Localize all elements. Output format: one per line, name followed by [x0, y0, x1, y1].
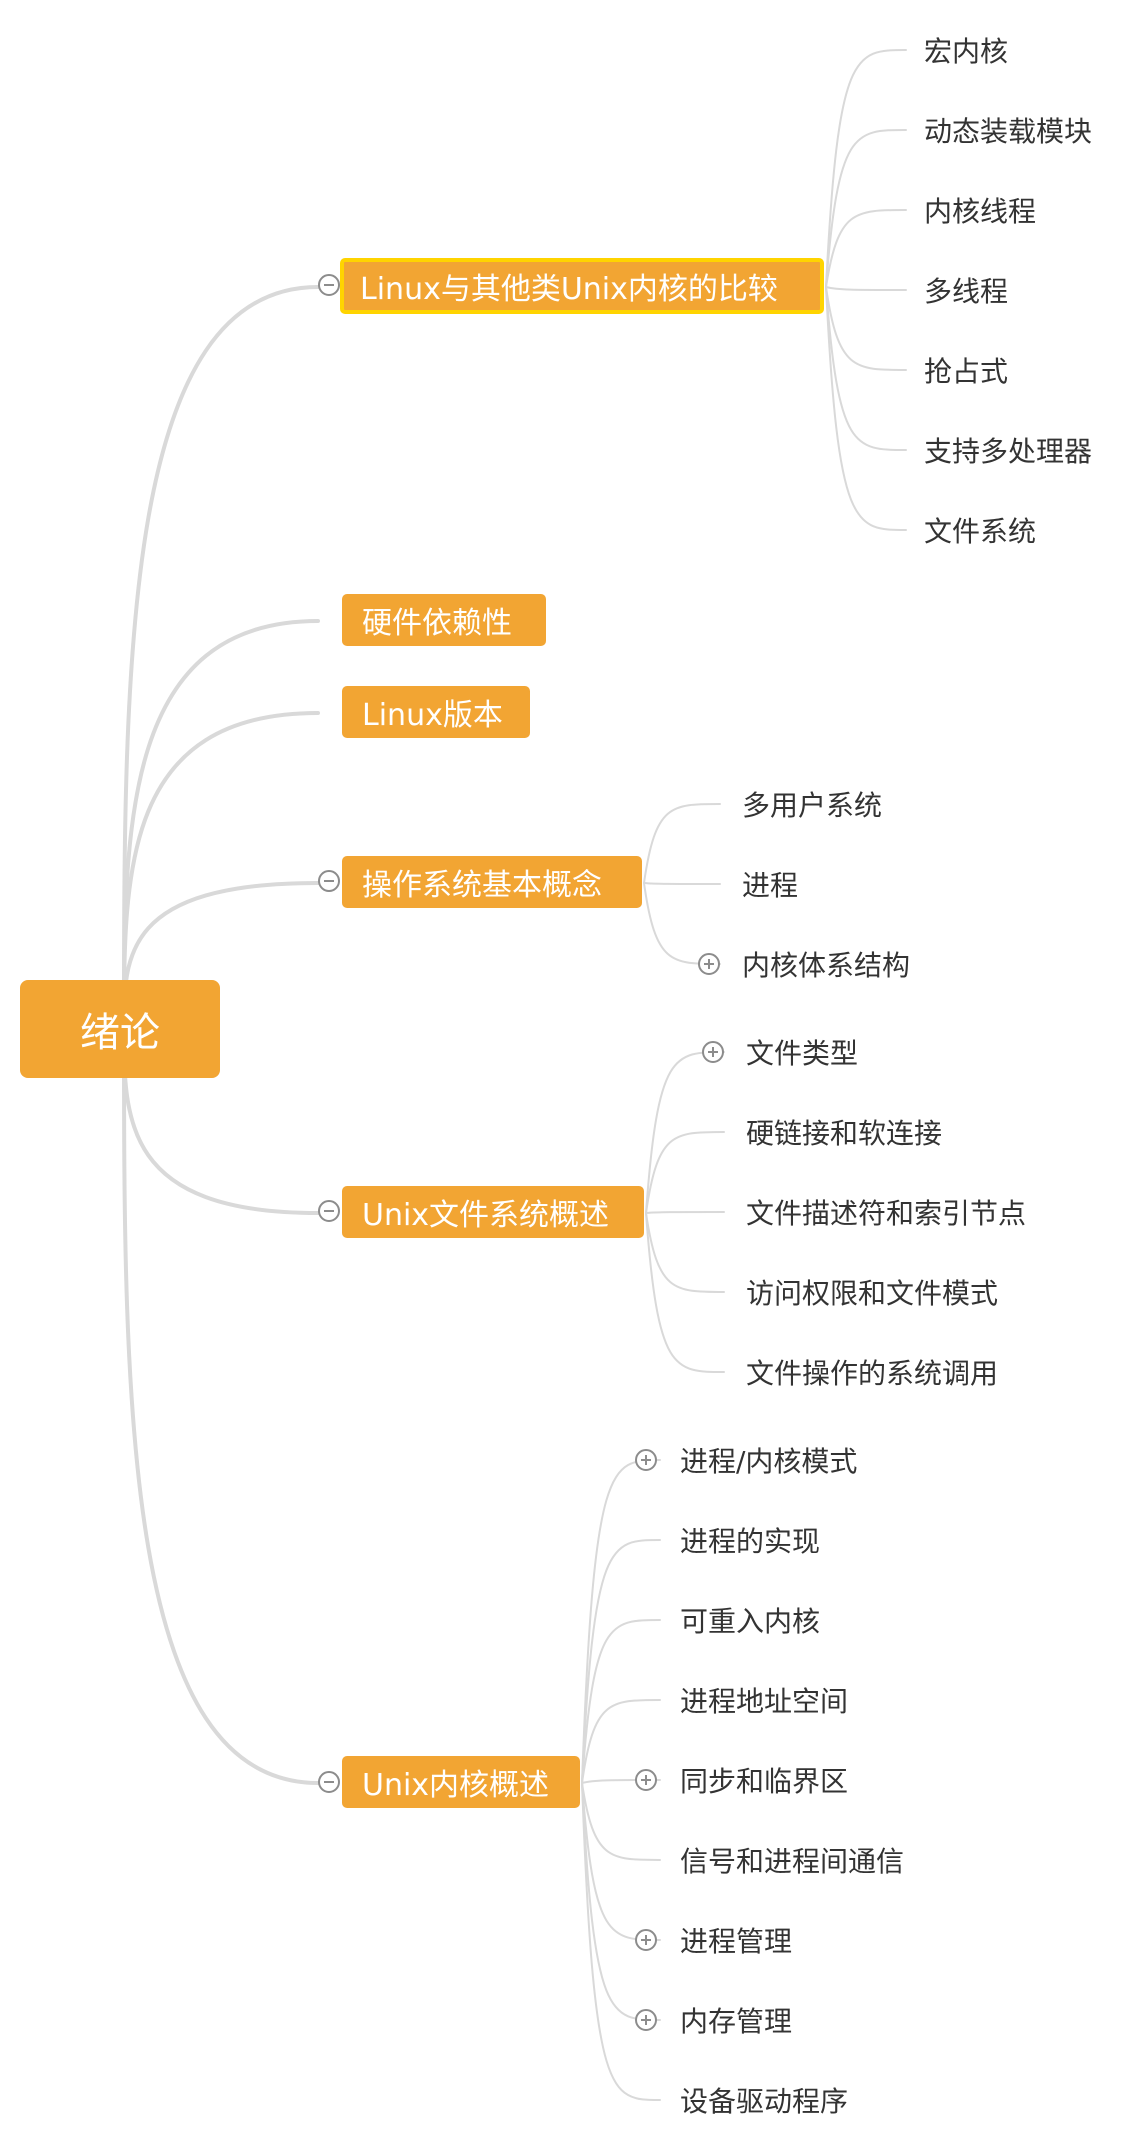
- subtopic[interactable]: 抢占式: [924, 355, 1009, 388]
- subtopic-connector: [581, 1782, 661, 1941]
- branch-topic-linux-comparison[interactable]: Linux与其他类Unix内核的比较: [340, 258, 824, 314]
- subtopic[interactable]: 硬链接和软连接: [746, 1117, 943, 1150]
- subtopic[interactable]: 文件类型: [746, 1037, 859, 1070]
- subtopic-connector: [825, 286, 907, 451]
- root-connector: [122, 1026, 320, 1785]
- subtopic-connector: [825, 209, 907, 288]
- root-connector: [122, 285, 320, 1030]
- expand-plus-icon[interactable]: [698, 953, 720, 975]
- subtopic[interactable]: 支持多处理器: [924, 435, 1093, 468]
- subtopic[interactable]: 信号和进程间通信: [680, 1845, 905, 1878]
- subtopic[interactable]: 内核线程: [924, 195, 1037, 228]
- subtopic[interactable]: 多用户系统: [742, 789, 883, 822]
- root-connector: [122, 619, 320, 1030]
- subtopic-connector: [825, 286, 907, 531]
- subtopic-connector: [581, 1619, 661, 1784]
- subtopic-connector: [825, 286, 907, 291]
- subtopic-connector: [645, 1212, 725, 1293]
- collapse-minus-icon[interactable]: [318, 870, 340, 892]
- subtopic[interactable]: 宏内核: [924, 35, 1009, 68]
- subtopic-connector: [645, 1212, 725, 1373]
- subtopic-connector: [581, 1782, 661, 2101]
- subtopic-connector: [825, 286, 907, 371]
- root-connector: [122, 711, 320, 1030]
- subtopic[interactable]: 设备驱动程序: [680, 2085, 849, 2118]
- subtopic[interactable]: 内存管理: [680, 2005, 793, 2038]
- expand-plus-icon[interactable]: [635, 1449, 657, 1471]
- subtopic[interactable]: 可重入内核: [680, 1605, 821, 1638]
- subtopic-connector: [581, 1782, 661, 1861]
- subtopic-connector: [645, 1131, 725, 1214]
- subtopic[interactable]: 文件描述符和索引节点: [746, 1197, 1027, 1230]
- expand-plus-icon[interactable]: [635, 2009, 657, 2031]
- subtopic-connector: [581, 1699, 661, 1784]
- subtopic[interactable]: 文件操作的系统调用: [746, 1357, 999, 1390]
- subtopic[interactable]: 访问权限和文件模式: [746, 1277, 999, 1310]
- subtopic-connector: [825, 129, 907, 288]
- root-topic[interactable]: 绪论: [20, 980, 220, 1078]
- subtopic-connector: [643, 882, 721, 965]
- collapse-minus-icon[interactable]: [318, 1771, 340, 1793]
- subtopic[interactable]: 文件系统: [924, 515, 1037, 548]
- subtopic[interactable]: 同步和临界区: [680, 1765, 849, 1798]
- subtopic[interactable]: 进程的实现: [680, 1525, 821, 1558]
- expand-plus-icon[interactable]: [635, 1929, 657, 1951]
- subtopic[interactable]: 进程管理: [680, 1925, 793, 1958]
- subtopic[interactable]: 多线程: [924, 275, 1009, 308]
- collapse-minus-icon[interactable]: [318, 1200, 340, 1222]
- branch-topic-unix-fs[interactable]: Unix文件系统概述: [342, 1186, 644, 1238]
- collapse-minus-icon[interactable]: [318, 274, 340, 296]
- subtopic-connector: [645, 1211, 725, 1214]
- subtopic-connector: [643, 882, 721, 885]
- branch-topic-linux-version[interactable]: Linux版本: [342, 686, 530, 738]
- subtopic[interactable]: 动态装载模块: [924, 115, 1093, 148]
- subtopic[interactable]: 进程/内核模式: [680, 1445, 858, 1478]
- subtopic-connector: [825, 49, 907, 288]
- subtopic-connector: [581, 1539, 661, 1784]
- subtopic[interactable]: 进程: [742, 869, 799, 902]
- subtopic-connector: [643, 803, 721, 884]
- branch-topic-os-concepts[interactable]: 操作系统基本概念: [342, 856, 642, 908]
- branch-topic-unix-kernel[interactable]: Unix内核概述: [342, 1756, 580, 1808]
- subtopic[interactable]: 内核体系结构: [742, 949, 911, 982]
- expand-plus-icon[interactable]: [635, 1769, 657, 1791]
- subtopic[interactable]: 进程地址空间: [680, 1685, 849, 1718]
- expand-plus-icon[interactable]: [702, 1041, 724, 1063]
- branch-topic-hardware[interactable]: 硬件依赖性: [342, 594, 546, 646]
